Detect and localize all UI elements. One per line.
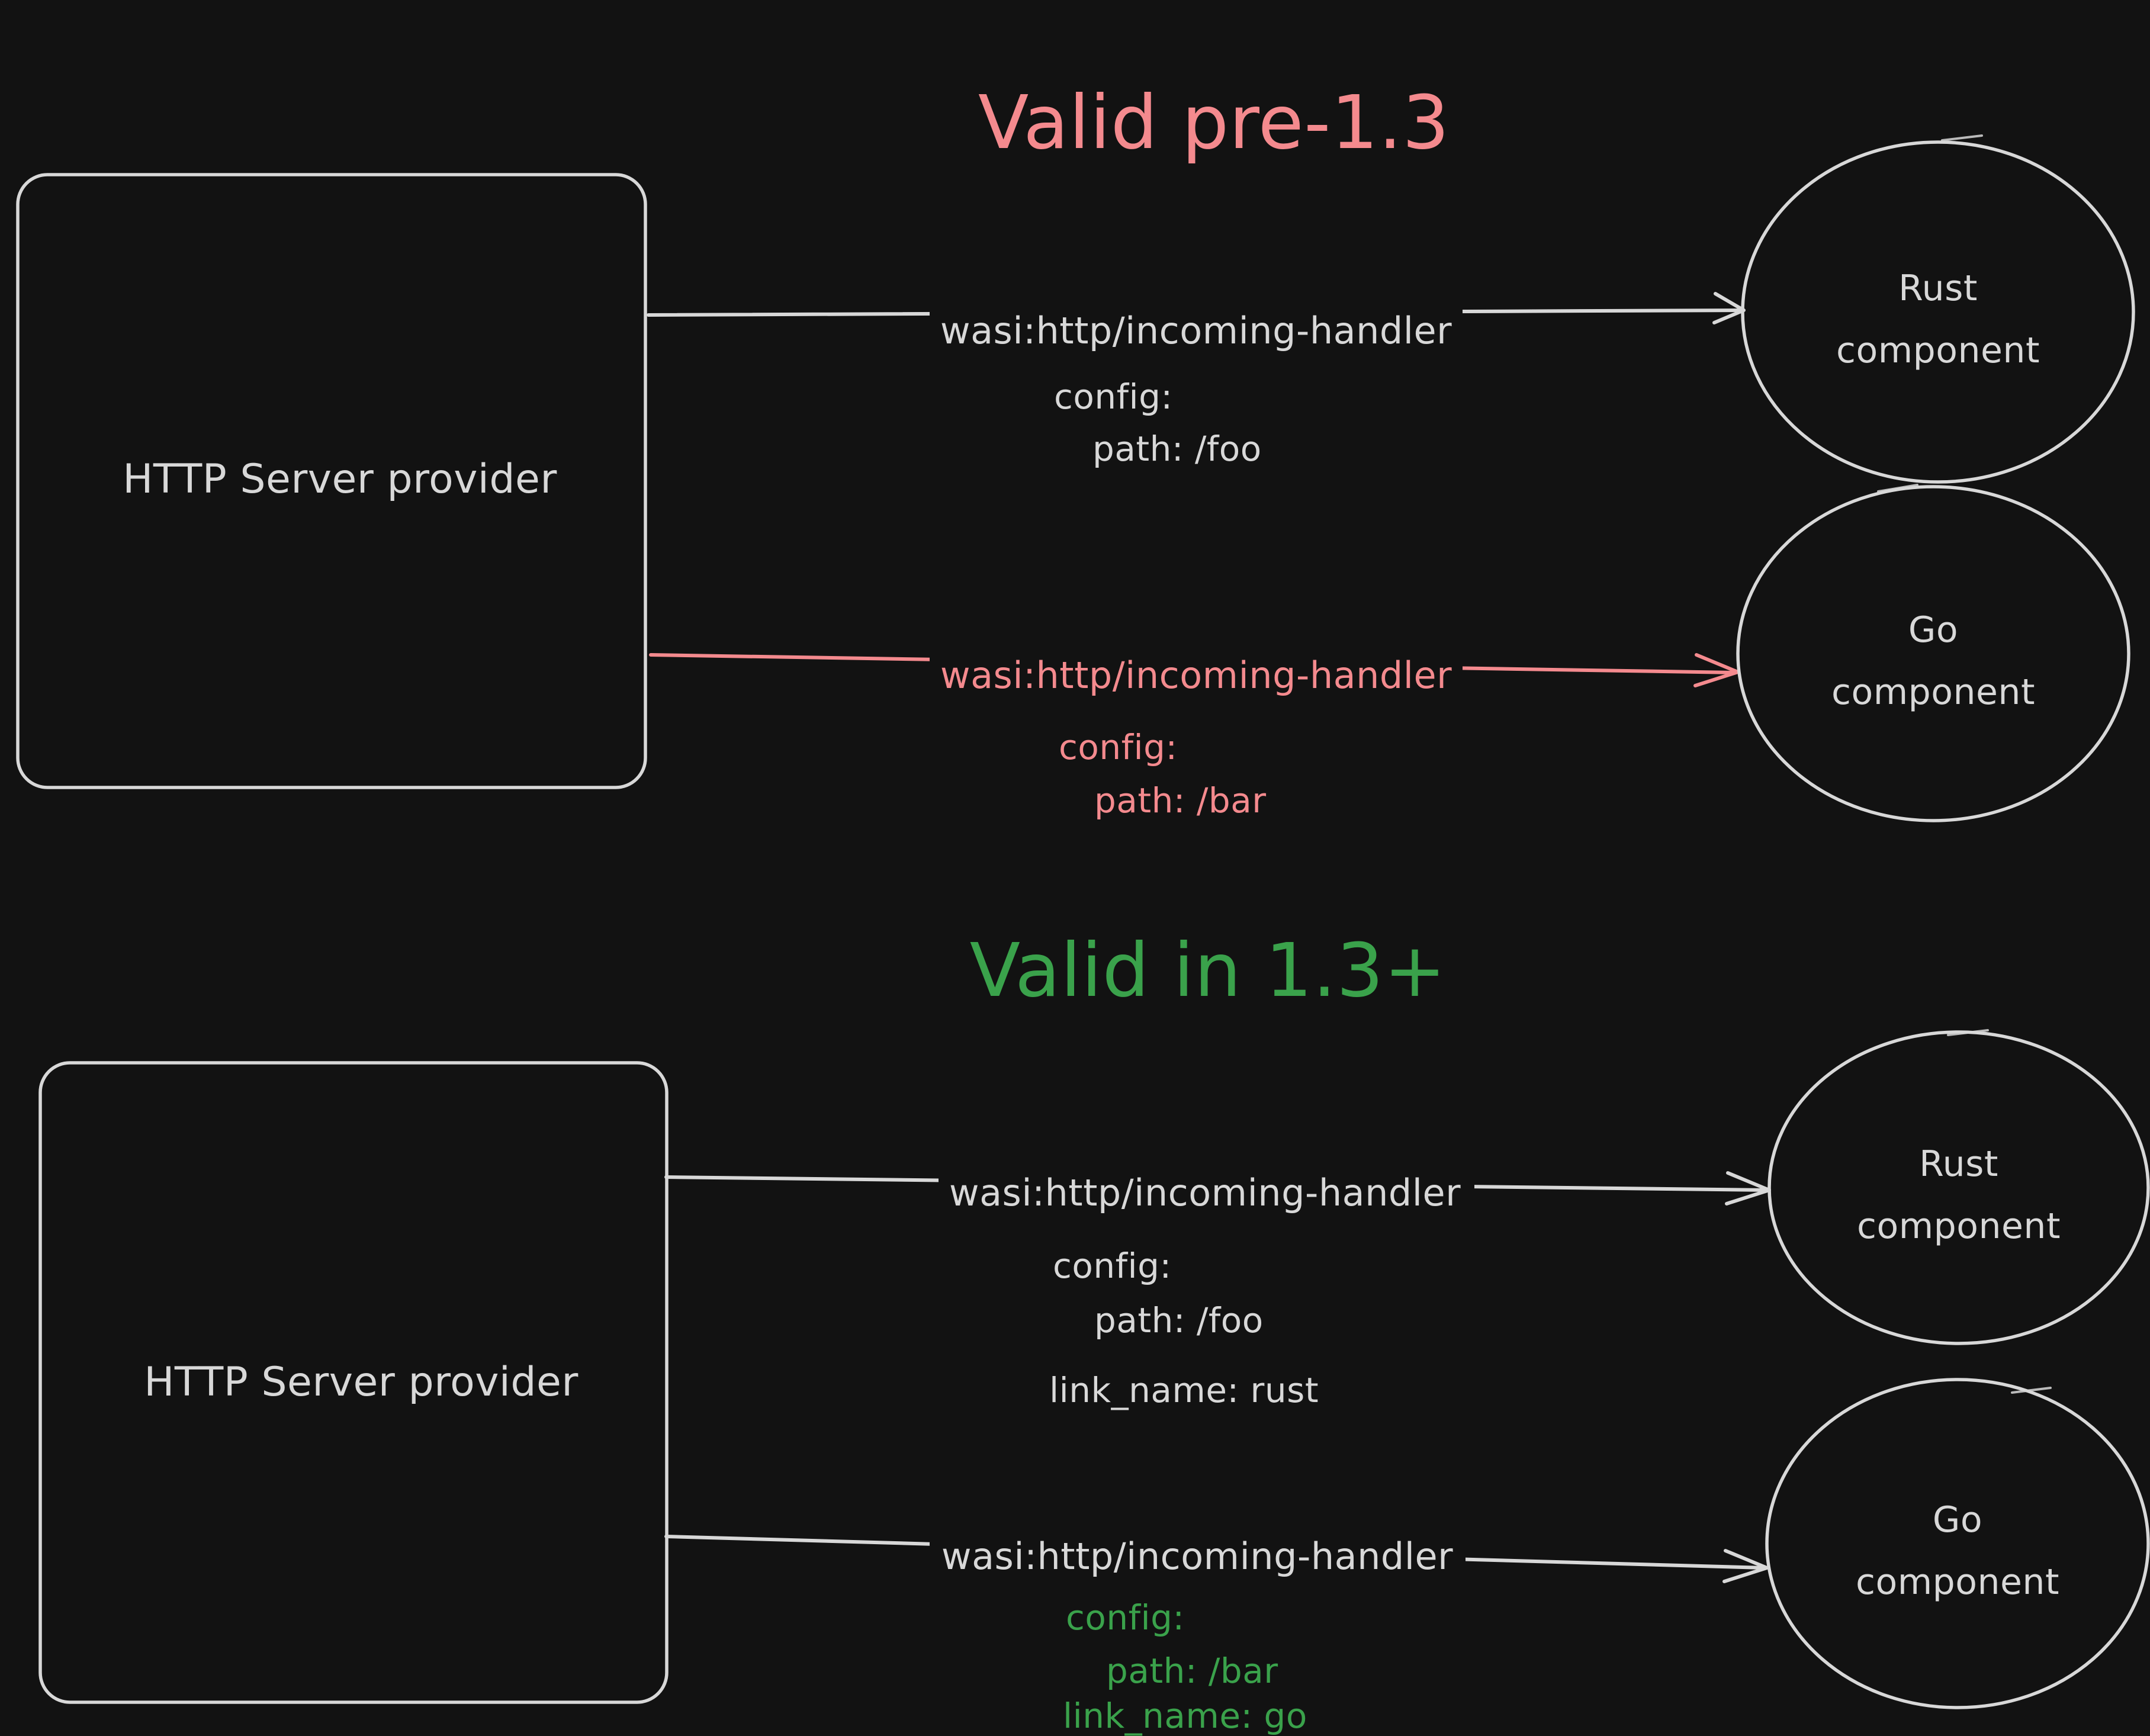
pre13-rust-path-label: path: /foo [1092,429,1262,469]
post13-rust-config-label: config: [1053,1246,1172,1286]
pre13-rust-node-label-line2: component [1836,330,2040,371]
pre13-rust-node-label-line1: Rust [1898,268,1978,309]
post13-rust-linkname-label: link_name: rust [1049,1370,1319,1410]
pre13-rust-interface-label: wasi:http/incoming-handler [940,309,1452,352]
pre13-go-node-sketch-mark [1877,484,1918,493]
post13-go-linkname-label: link_name: go [1063,1696,1307,1736]
pre13-go-node [1736,485,2130,822]
pre13-rust-node-sketch-mark [1941,134,1983,142]
pre13-go-label-backing [930,635,1463,707]
post13-go-config-label: config: [1066,1597,1185,1638]
post13-rust-node-sketch-mark [1947,1029,1989,1036]
section-valid-post13: Valid in 1.3+ HTTP Server provider wasi:… [38,928,2150,1736]
post13-provider-box [38,1061,669,1704]
pre13-provider-label: HTTP Server provider [123,456,557,503]
post13-go-node-sketch-mark [2011,1387,2052,1394]
post13-go-node [1765,1378,2150,1709]
pre13-go-path-label: path: /bar [1094,780,1267,821]
pre13-section-title: Valid pre-1.3 [978,80,1450,166]
pre13-provider-box [16,173,647,789]
pre13-go-interface-label: wasi:http/incoming-handler [940,654,1452,697]
post13-section-title: Valid in 1.3+ [970,928,1447,1014]
section-valid-pre13: Valid pre-1.3 HTTP Server provider wasi:… [16,80,2135,822]
post13-go-node-label-line2: component [1856,1561,2059,1603]
post13-rust-node [1767,1030,2150,1345]
post13-rust-node-label-line2: component [1857,1205,2061,1247]
pre13-rust-label-backing [930,291,1463,364]
pre13-go-config-label: config: [1059,727,1178,767]
post13-go-arrowhead-icon [1722,1549,1769,1583]
post13-go-interface-label: wasi:http/incoming-handler [941,1535,1453,1578]
post13-rust-interface-label: wasi:http/incoming-handler [949,1171,1461,1214]
post13-go-node-label-line1: Go [1933,1499,1982,1541]
post13-go-label-backing [930,1517,1466,1589]
pre13-go-node-label-line2: component [1831,671,2035,713]
post13-go-path-label: path: /bar [1106,1651,1278,1691]
pre13-go-node-label-line1: Go [1908,609,1958,651]
post13-provider-label: HTTP Server provider [144,1359,579,1406]
post13-rust-path-label: path: /foo [1094,1300,1264,1340]
post13-rust-node-label-line1: Rust [1919,1143,1998,1185]
pre13-rust-node [1741,140,2135,484]
pre13-rust-config-label: config: [1054,377,1173,417]
post13-rust-label-backing [939,1153,1474,1226]
